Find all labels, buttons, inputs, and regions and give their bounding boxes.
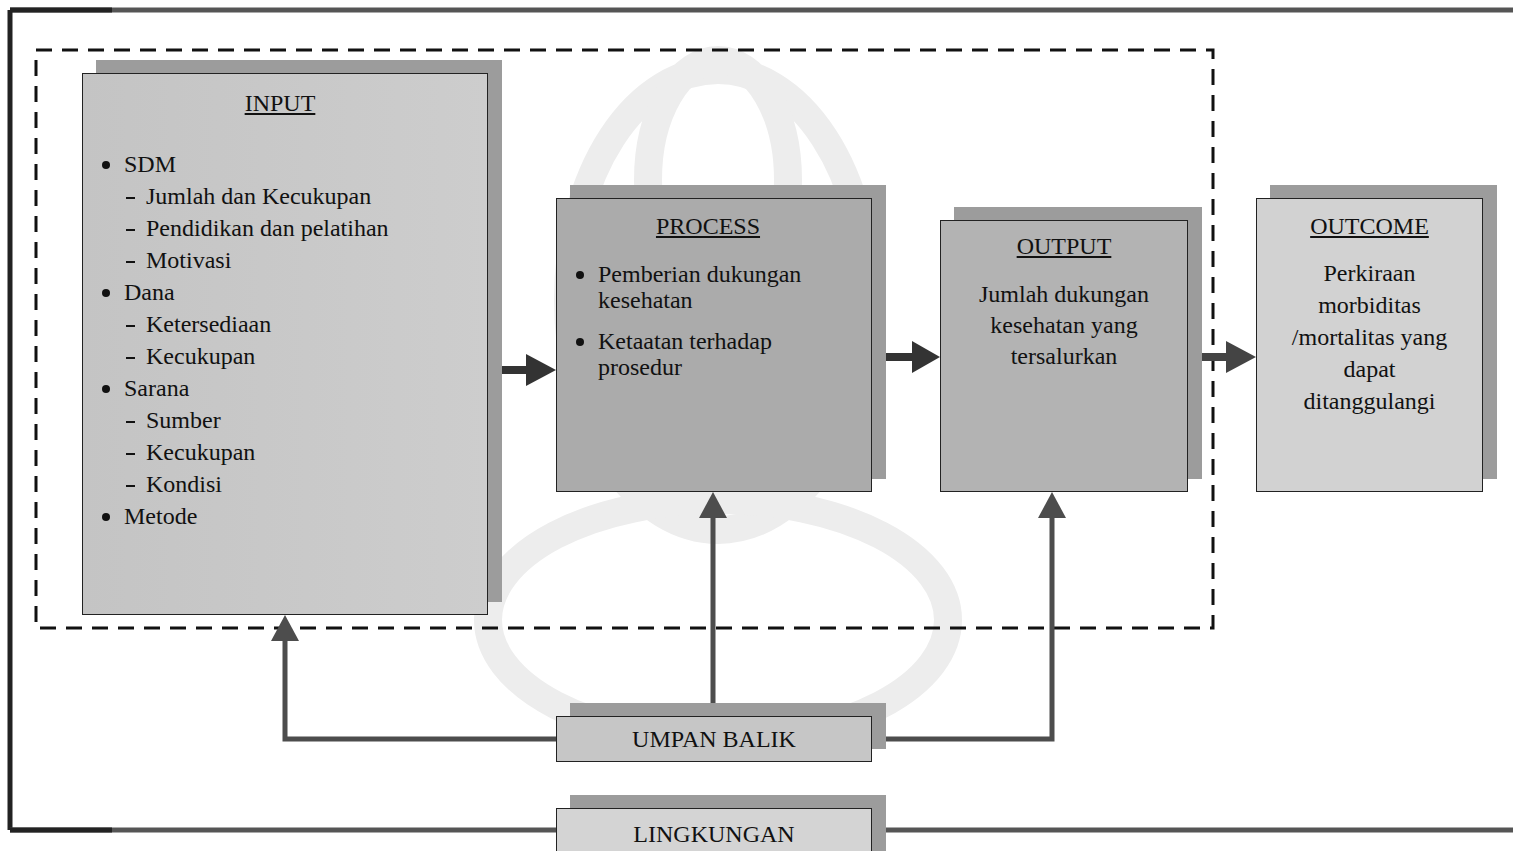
- system-boundary: [36, 50, 1213, 628]
- arrow-head: [912, 341, 940, 373]
- list-item: Ketaatan terhadap prosedur: [557, 328, 859, 380]
- list-text: Kecukupan: [146, 439, 255, 465]
- environment-border: [10, 828, 112, 833]
- dash-mark: [126, 485, 135, 487]
- outcome-box: OUTCOME Perkiraan morbiditas /mortalitas …: [1256, 198, 1483, 492]
- arrow-head: [271, 615, 299, 641]
- environment-border: [8, 10, 13, 830]
- box-label: LINGKUNGAN: [567, 820, 861, 848]
- list-text: Sarana: [124, 375, 189, 401]
- flow-arrow: [271, 615, 556, 739]
- list-item: Sumber: [83, 404, 477, 436]
- box-body: Perkiraan morbiditas /mortalitas yang da…: [1281, 257, 1458, 417]
- output-box: OUTPUT Jumlah dukungan kesehatan yang ter…: [940, 220, 1188, 492]
- dash-mark: [126, 357, 135, 359]
- dash-mark: [126, 421, 135, 423]
- list-item: Kecukupan: [83, 436, 477, 468]
- watermark: [488, 60, 948, 740]
- flow-arrow: [872, 341, 940, 373]
- connector-line: [872, 353, 912, 361]
- list-item: SDM: [83, 148, 477, 180]
- connector-line: [285, 641, 556, 739]
- arrow-head: [1226, 341, 1256, 373]
- flow-arrow: [488, 354, 556, 386]
- dash-mark: [126, 197, 135, 199]
- box-heading: PROCESS: [557, 211, 859, 241]
- list-item: Dana: [83, 276, 477, 308]
- box-label: UMPAN BALIK: [567, 725, 861, 753]
- process-box: PROCESS Pemberian dukungan kesehatanKetaa…: [556, 198, 872, 492]
- flow-arrow: [872, 492, 1066, 739]
- dash-mark: [126, 261, 135, 263]
- list-item: Kecukupan: [83, 340, 477, 372]
- list-item: Metode: [83, 500, 477, 532]
- list-item: Motivasi: [83, 244, 477, 276]
- list-item: Jumlah dan Kecukupan: [83, 180, 477, 212]
- dash-mark: [126, 453, 135, 455]
- bullet-dot: [102, 385, 110, 393]
- environment-border: [10, 8, 1513, 13]
- environment-border: [10, 8, 112, 13]
- list-item: Pemberian dukungan kesehatan: [557, 261, 859, 313]
- list-text: Pemberian dukungan kesehatan: [598, 261, 801, 313]
- dash-mark: [126, 229, 135, 231]
- bullet-dot: [102, 513, 110, 521]
- box-body: Jumlah dukungan kesehatan yang tersalurk…: [953, 279, 1175, 372]
- input-box: INPUT SDM Jumlah dan KecukupanPendidikan d…: [82, 73, 488, 615]
- box-heading: OUTCOME: [1281, 211, 1458, 241]
- list-item: Pendidikan dan pelatihan: [83, 212, 477, 244]
- list-text: Ketaatan terhadap prosedur: [598, 328, 772, 380]
- connector-line: [872, 518, 1052, 739]
- bullet-dot: [102, 289, 110, 297]
- watermark-shape: [488, 500, 948, 740]
- list-item: Ketersediaan: [83, 308, 477, 340]
- arrow-head: [1038, 492, 1066, 518]
- list-text: Kondisi: [146, 471, 222, 497]
- list-item: Kondisi: [83, 468, 477, 500]
- connector-line: [711, 518, 716, 716]
- list-text: Metode: [124, 503, 197, 529]
- list-text: SDM: [124, 151, 176, 177]
- environment-box: LINGKUNGAN: [556, 808, 872, 851]
- connector-line: [488, 366, 526, 374]
- bullet-dot: [576, 338, 584, 346]
- list-text: Pendidikan dan pelatihan: [146, 215, 389, 241]
- connector-line: [1188, 353, 1226, 361]
- list-text: Sumber: [146, 407, 221, 433]
- box-heading: OUTPUT: [953, 231, 1175, 261]
- list-text: Jumlah dan Kecukupan: [146, 183, 371, 209]
- list-text: Kecukupan: [146, 343, 255, 369]
- list-text: Ketersediaan: [146, 311, 271, 337]
- bullet-dot: [576, 271, 584, 279]
- feedback-box: UMPAN BALIK: [556, 716, 872, 762]
- bullet-dot: [102, 161, 110, 169]
- list-text: Motivasi: [146, 247, 231, 273]
- arrow-head: [526, 354, 556, 386]
- dash-mark: [126, 325, 135, 327]
- flow-arrow: [699, 492, 727, 716]
- list-item: Sarana: [83, 372, 477, 404]
- arrow-head: [699, 492, 727, 518]
- flow-arrow: [1188, 341, 1256, 373]
- list-text: Dana: [124, 279, 175, 305]
- box-heading: INPUT: [83, 88, 477, 118]
